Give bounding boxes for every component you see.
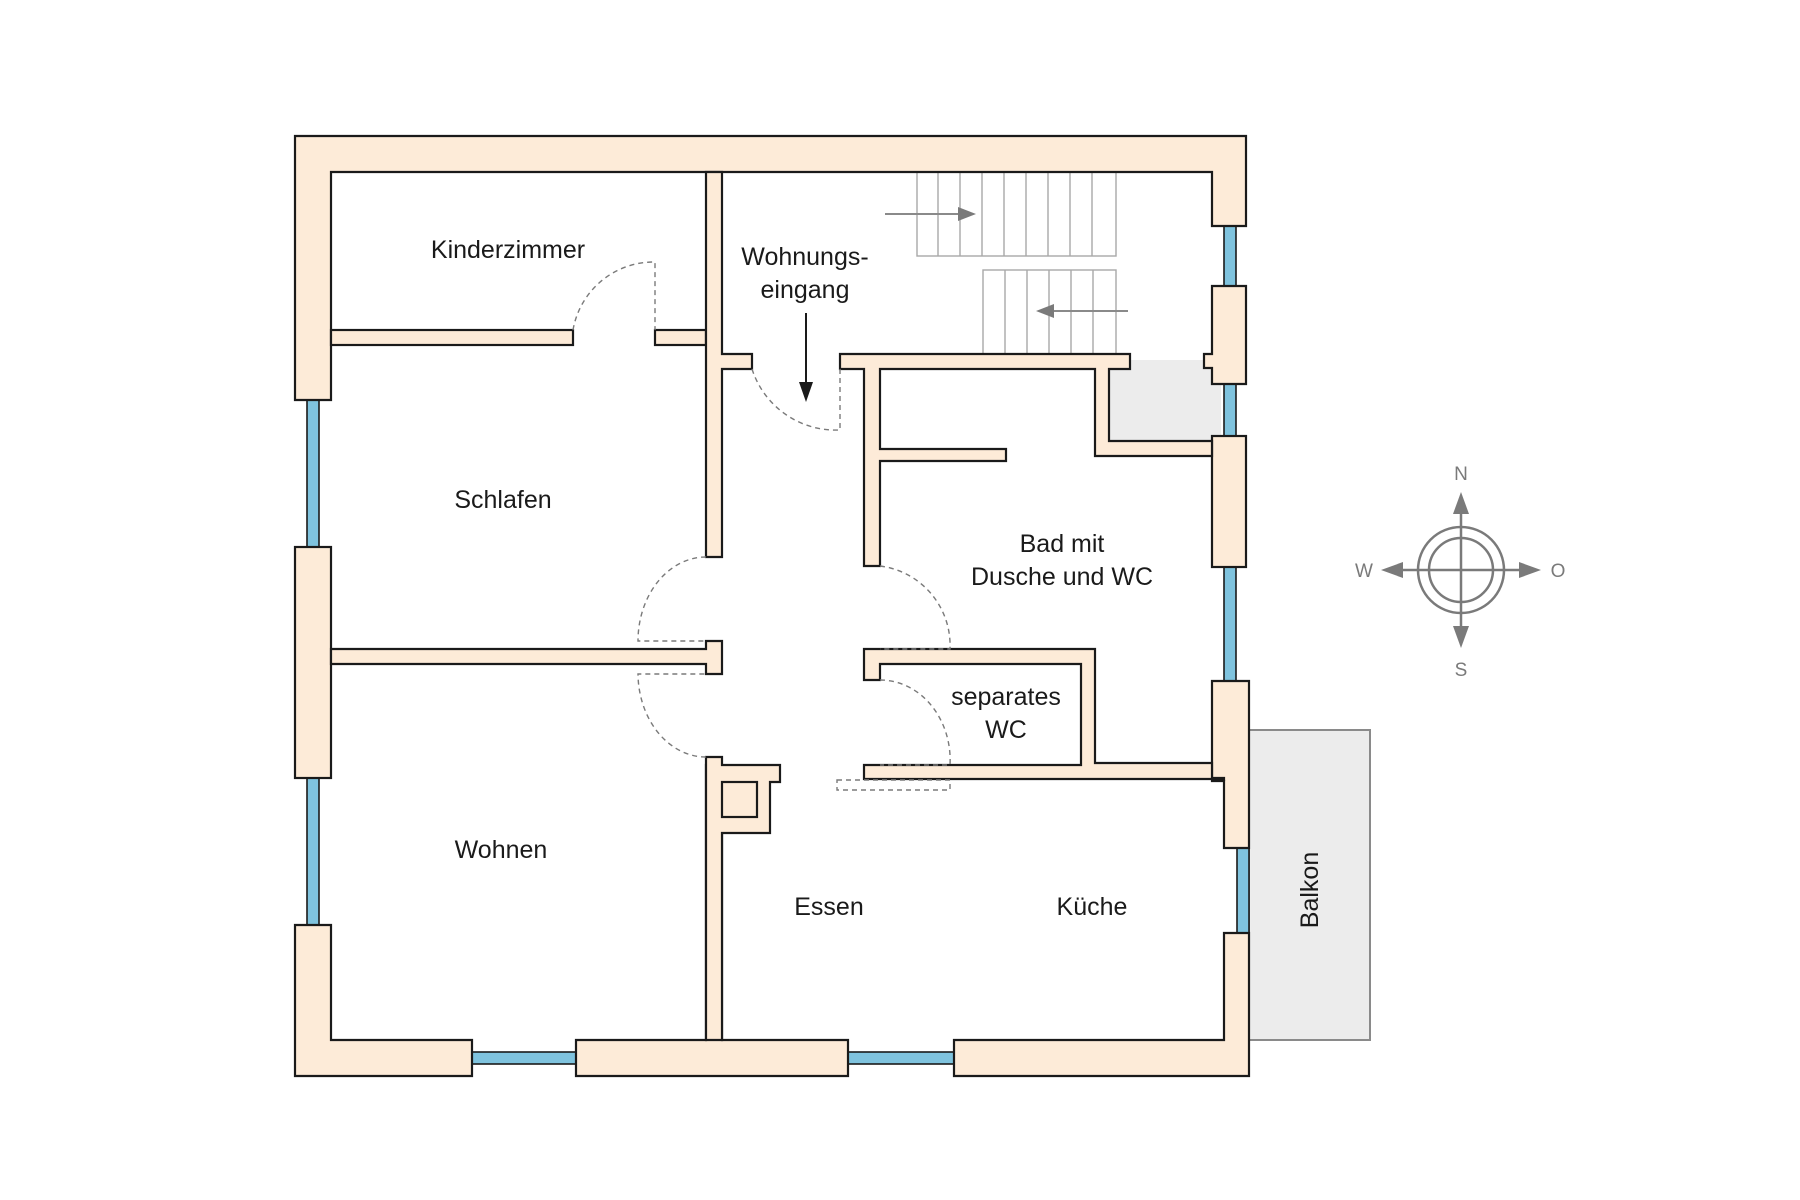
door-swings (572, 261, 951, 791)
compass-label-north: N (1454, 464, 1468, 485)
compass-label-west: W (1355, 561, 1373, 582)
room-label-bath-2: Dusche und WC (971, 563, 1153, 591)
room-label-essen: Essen (794, 893, 863, 921)
room-label-entrance-2: eingang (761, 276, 850, 304)
entrance-arrow (799, 313, 813, 402)
compass-label-south: S (1455, 660, 1468, 681)
room-label-balkon: Balkon (1296, 852, 1324, 928)
compass-south-arrow (1453, 626, 1469, 648)
compass-north-arrow (1453, 492, 1469, 514)
compass-west-arrow (1381, 562, 1403, 578)
room-label-kinderzimmer: Kinderzimmer (431, 236, 585, 264)
room-label-entrance-1: Wohnungs- (741, 243, 868, 271)
compass: N S W O (1355, 464, 1565, 681)
interior-walls (329, 170, 1226, 1042)
room-label-wohnen: Wohnen (455, 836, 548, 864)
staircase (885, 171, 1128, 355)
room-label-schlafen: Schlafen (454, 486, 551, 514)
balcony (1248, 729, 1371, 1041)
storage-area (1109, 360, 1221, 454)
windows (306, 225, 1250, 1065)
room-label-bath-1: Bad mit (1020, 530, 1105, 558)
compass-label-east: O (1551, 561, 1566, 582)
room-label-wc-1: separates (951, 683, 1061, 711)
room-label-kueche: Küche (1057, 893, 1128, 921)
compass-east-arrow (1519, 562, 1541, 578)
room-label-wc-2: WC (985, 716, 1027, 744)
